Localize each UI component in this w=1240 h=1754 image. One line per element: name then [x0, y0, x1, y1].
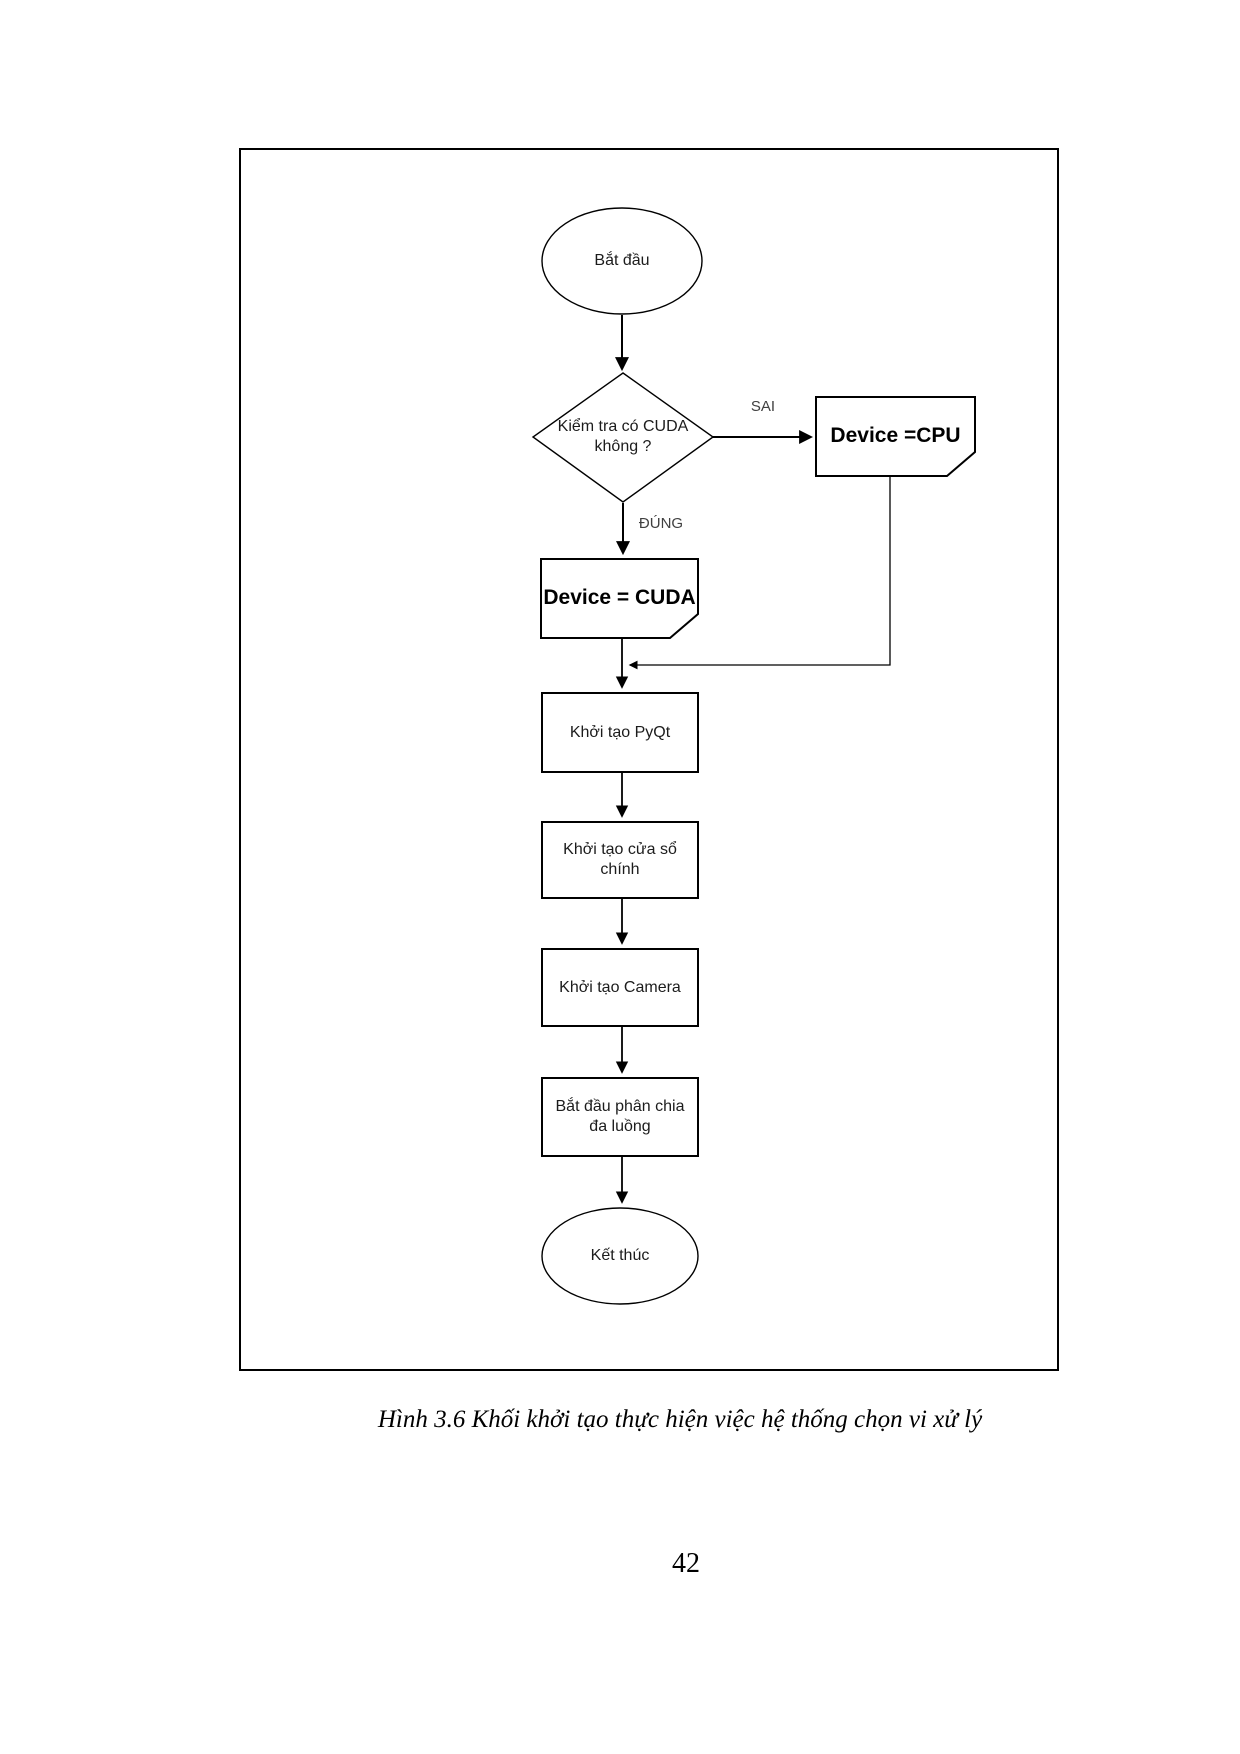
- sai-edge-text: SAI: [750, 397, 776, 415]
- device-cpu-label: Device =CPU: [816, 397, 975, 476]
- init-window-text: Khởi tạo cửa sổ chính: [563, 841, 677, 878]
- decision-node-label: Kiểm tra có CUDA không ?: [533, 372, 713, 502]
- device-cuda-text: Device = CUDA: [543, 586, 696, 610]
- decision-node-text: Kiểm tra có CUDA không ?: [557, 418, 689, 455]
- init-camera-label: Khởi tạo Camera: [542, 949, 698, 1026]
- page-number: 42: [672, 1548, 700, 1579]
- figure-caption: Hình 3.6 Khối khởi tạo thực hiện việc hệ…: [377, 1406, 983, 1433]
- start-threads-text: Bắt đầu phân chia đa luồng: [555, 1098, 685, 1135]
- init-window-label: Khởi tạo cửa sổ chính: [542, 822, 698, 898]
- dung-edge-label: ĐÚNG: [626, 514, 696, 534]
- device-cpu-text: Device =CPU: [830, 424, 961, 448]
- init-camera-text: Khởi tạo Camera: [559, 978, 681, 996]
- start-node-text: Bắt đầu: [594, 252, 650, 269]
- end-node-label: Kết thúc: [542, 1208, 698, 1304]
- end-node-text: Kết thúc: [590, 1247, 650, 1264]
- init-pyqt-label: Khởi tạo PyQt: [542, 693, 698, 772]
- start-threads-label: Bắt đầu phân chia đa luồng: [542, 1078, 698, 1156]
- dung-edge-text: ĐÚNG: [638, 514, 684, 532]
- init-pyqt-text: Khởi tạo PyQt: [569, 723, 671, 741]
- sai-edge-label: SAI: [718, 397, 808, 417]
- start-node-label: Bắt đầu: [542, 208, 702, 314]
- device-cuda-label: Device = CUDA: [541, 559, 698, 638]
